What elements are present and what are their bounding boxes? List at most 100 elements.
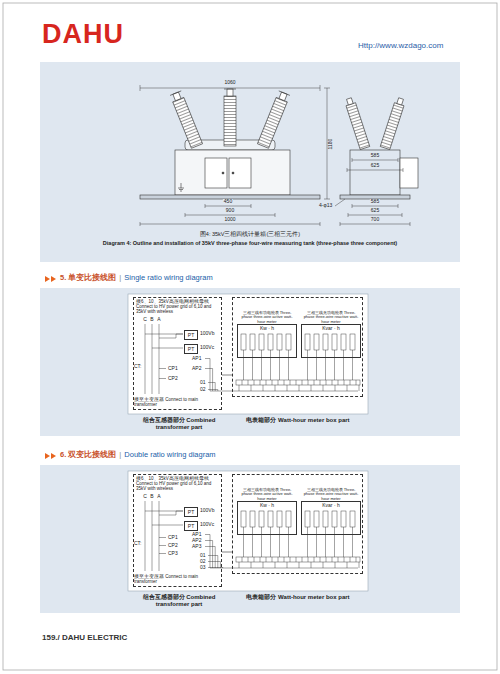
terminal-divider <box>290 380 291 385</box>
meter-coil <box>259 334 264 350</box>
meter-lead <box>325 527 326 557</box>
region-title: 组合互感器部分 Combined transformer part <box>129 417 229 431</box>
meter-lead <box>334 527 335 557</box>
front-view <box>140 89 320 199</box>
dimension-label: 4-φ13 <box>318 203 333 209</box>
dimension-label: 1060 <box>223 80 236 86</box>
meter-coil <box>241 334 246 350</box>
text-label: CP3 <box>168 551 178 557</box>
terminal-strip <box>236 557 360 562</box>
front-view <box>205 158 227 188</box>
terminal-divider <box>266 380 267 385</box>
bus-line <box>145 324 146 394</box>
text-label: 接至主变压器 Connect to main transformer <box>134 575 220 585</box>
strip-lead <box>287 385 288 391</box>
strip-lead <box>275 385 276 391</box>
terminal-divider <box>326 380 327 385</box>
pt-box: PT <box>184 521 198 531</box>
text-label: C <box>143 494 147 500</box>
meter-lead <box>316 350 317 380</box>
diagram-boards <box>128 294 368 414</box>
neutral-lead <box>208 556 218 569</box>
strip-lead <box>287 562 288 568</box>
meter-coil <box>259 511 264 527</box>
text-label: C <box>143 317 147 323</box>
terminal-divider <box>320 557 321 562</box>
terminal-divider <box>284 557 285 562</box>
dimension-lines <box>335 199 345 206</box>
meter-box: 三相三线无功电能表 Three-phase three-wire reactiv… <box>301 324 361 358</box>
meter-coil <box>332 334 337 350</box>
terminal-divider <box>308 557 309 562</box>
text-label: 接至主变压器 Connect to main transformer <box>134 398 220 408</box>
text-label: CP1 <box>168 366 178 372</box>
meter-lead <box>252 527 253 557</box>
dimension-label: 700 <box>370 217 380 223</box>
terminal-divider <box>278 557 279 562</box>
ct-lead <box>205 359 210 392</box>
strip-lead <box>347 385 348 391</box>
strip-lead <box>323 562 324 568</box>
strip-lead <box>311 562 312 568</box>
right-view <box>397 98 404 105</box>
diagram-boards <box>128 471 368 591</box>
front-view <box>279 91 290 95</box>
meter-coil <box>286 511 291 527</box>
meter-coil <box>350 511 355 527</box>
strip-lead <box>323 385 324 391</box>
section-arrows <box>45 453 50 459</box>
front-view <box>224 89 236 90</box>
dimension-label: 900 <box>225 208 235 214</box>
ct-lead <box>205 369 213 392</box>
region-note: 接6、10、35kV高压电网相线母线 Connect to HV power g… <box>136 477 221 492</box>
section-title: 6. 双变比接线图 <box>60 451 116 459</box>
pt-feed <box>159 511 183 515</box>
terminal-divider <box>314 380 315 385</box>
meter-lead <box>343 350 344 380</box>
text-label: 02 <box>200 559 206 565</box>
box-label: PT <box>185 522 197 530</box>
meter-coil <box>241 511 246 527</box>
section-arrows <box>51 453 56 459</box>
terminal-divider <box>332 380 333 385</box>
right-view <box>380 103 404 150</box>
text-label: Http://www.wzdago.com <box>358 42 443 51</box>
meter-coil <box>277 511 282 527</box>
strip-lead <box>275 562 276 568</box>
terminal-divider <box>344 380 345 385</box>
meter-coil <box>314 334 319 350</box>
section-arrows <box>45 276 50 282</box>
meter-lead <box>243 527 244 557</box>
text-label: A <box>157 494 160 500</box>
ct-lead <box>159 553 166 554</box>
page-frame <box>3 3 497 670</box>
section-title: | <box>119 451 121 459</box>
right-view <box>400 158 418 188</box>
terminal-divider <box>290 557 291 562</box>
figure-caption: Diagram 4: Outline and installation of 3… <box>40 240 460 246</box>
page-frame <box>3 3 497 670</box>
terminal-divider <box>266 557 267 562</box>
ct-lead <box>159 378 166 379</box>
meter-heading: 三相三线无功电能表 Three-phase three-wire reactiv… <box>302 488 360 501</box>
terminal-divider <box>260 380 261 385</box>
diagram-boards <box>128 294 368 591</box>
section-arrows <box>51 276 56 282</box>
region-title: 电表箱部分 Watt-hour meter box part <box>243 417 353 424</box>
strip-lead <box>251 562 252 568</box>
dashed-region: 电表箱部分 Watt-hour meter box part三相三线有功电能表 … <box>232 297 363 397</box>
pt-box: PT <box>184 330 198 340</box>
text-label: CT: <box>134 541 142 547</box>
text-label: AP1 <box>192 356 201 362</box>
text-label: 03 <box>200 565 206 571</box>
meter-lead <box>343 527 344 557</box>
terminal-divider <box>356 557 357 562</box>
front-view <box>227 89 233 96</box>
meter-lead <box>270 350 271 380</box>
dimension-label: 585 <box>370 153 380 159</box>
terminal-divider <box>344 557 345 562</box>
dimension-label: 1180 <box>328 138 334 151</box>
meter-lead <box>316 527 317 557</box>
